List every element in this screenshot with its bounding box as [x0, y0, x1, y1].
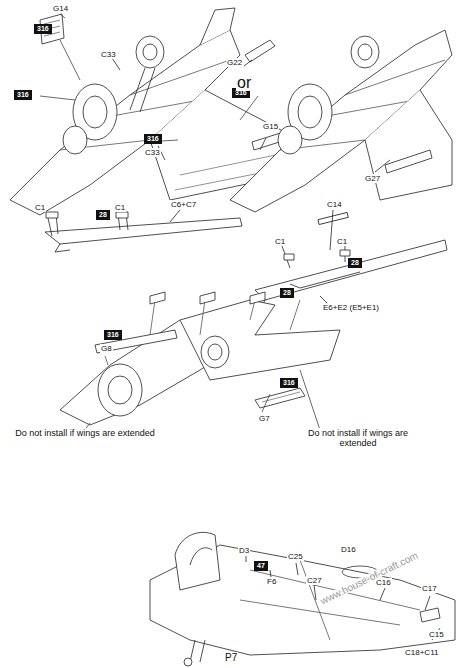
front-fuselage [150, 532, 455, 666]
assembly-note: Do not install if wings are extended [292, 428, 424, 448]
line-art [95, 330, 177, 353]
line-art [244, 60, 390, 172]
line-art [420, 608, 440, 622]
part-label: C15 [428, 630, 445, 639]
part-label: G27 [364, 174, 381, 183]
line-art [190, 640, 205, 662]
part-label: C1 [336, 237, 348, 246]
line-art [55, 244, 70, 252]
line-art [105, 300, 300, 365]
line-art [112, 58, 292, 160]
aircraft-underside-right [230, 30, 452, 212]
part-label: C14 [326, 200, 343, 209]
line-art [278, 126, 302, 154]
part-label: D16 [340, 545, 357, 554]
line-art [116, 212, 128, 218]
part-label: C1 [274, 237, 286, 246]
part-label: C16 [375, 578, 392, 587]
line-art [351, 36, 379, 68]
line-art [340, 250, 350, 256]
callout-text: 316 [17, 91, 29, 98]
line-art [246, 556, 440, 640]
line-art [255, 240, 447, 300]
line-art [201, 336, 229, 368]
line-art [83, 96, 107, 128]
callout-text: 28 [351, 259, 359, 266]
line-art [245, 40, 275, 62]
part-label: C1 [114, 203, 126, 212]
line-art [180, 320, 340, 380]
part-label: D3 [238, 546, 250, 555]
part-label: C33 [144, 148, 161, 157]
part-label: C25 [287, 552, 304, 561]
part-label: G8 [100, 344, 113, 353]
callout-number: 316 [144, 134, 162, 144]
callout-text: 316 [107, 331, 119, 338]
line-art [255, 388, 305, 408]
line-art [318, 212, 348, 224]
part-label: E6+E2 (E5+E1) [322, 303, 380, 312]
page-number: P7 [224, 652, 238, 663]
callout-number: 316 [280, 378, 298, 388]
line-art [200, 8, 235, 45]
line-art [143, 44, 157, 60]
line-art [358, 44, 372, 60]
callout-text: 316 [147, 135, 159, 142]
part-label: G14 [52, 4, 69, 13]
wing-fairing-strips [45, 210, 447, 308]
callout-number: 316 [104, 330, 122, 340]
part-label: C6+C7 [170, 200, 197, 209]
callout-number: 47 [254, 561, 268, 571]
line-art [48, 210, 180, 236]
part-label: C17 [421, 584, 438, 593]
callout-number: 316 [34, 24, 52, 34]
line-art [98, 364, 142, 416]
callout-number: 316 [14, 90, 32, 100]
line-art [284, 254, 294, 260]
alternative-word: or [236, 74, 252, 91]
part-label: G15 [262, 122, 279, 131]
callout-number: 28 [96, 210, 110, 220]
line-art [60, 14, 80, 80]
line-art [136, 36, 164, 68]
line-art [385, 150, 432, 173]
line-art [45, 218, 242, 244]
line-art [63, 126, 87, 154]
callout-text: 28 [283, 289, 291, 296]
part-label: G22 [226, 58, 243, 67]
line-art [190, 548, 212, 565]
aircraft-underside-lower [60, 292, 340, 436]
line-art [80, 370, 320, 436]
line-art [262, 272, 360, 306]
callout-text: 47 [257, 562, 265, 569]
line-art [130, 68, 155, 112]
line-art [230, 30, 452, 212]
callout-number: 28 [280, 288, 294, 298]
line-art [108, 376, 132, 404]
part-label: C18+C11 [404, 648, 439, 657]
callout-number: 28 [348, 258, 362, 268]
line-art [262, 392, 300, 402]
part-label: G7 [258, 414, 271, 423]
line-art [365, 90, 452, 200]
line-art [298, 96, 322, 128]
line-art [184, 658, 192, 666]
line-art [150, 292, 265, 304]
part-label: C33 [100, 50, 117, 59]
line-art [175, 532, 220, 590]
callout-text: 316 [283, 379, 295, 386]
part-label: C27 [306, 576, 323, 585]
callout-text: 28 [99, 211, 107, 218]
part-label: F6 [266, 577, 277, 586]
part-label: C1 [34, 203, 46, 212]
line-art [208, 344, 222, 360]
callout-text: 316 [37, 25, 49, 32]
line-art [46, 212, 58, 218]
assembly-note: Do not install if wings are extended [14, 428, 156, 438]
